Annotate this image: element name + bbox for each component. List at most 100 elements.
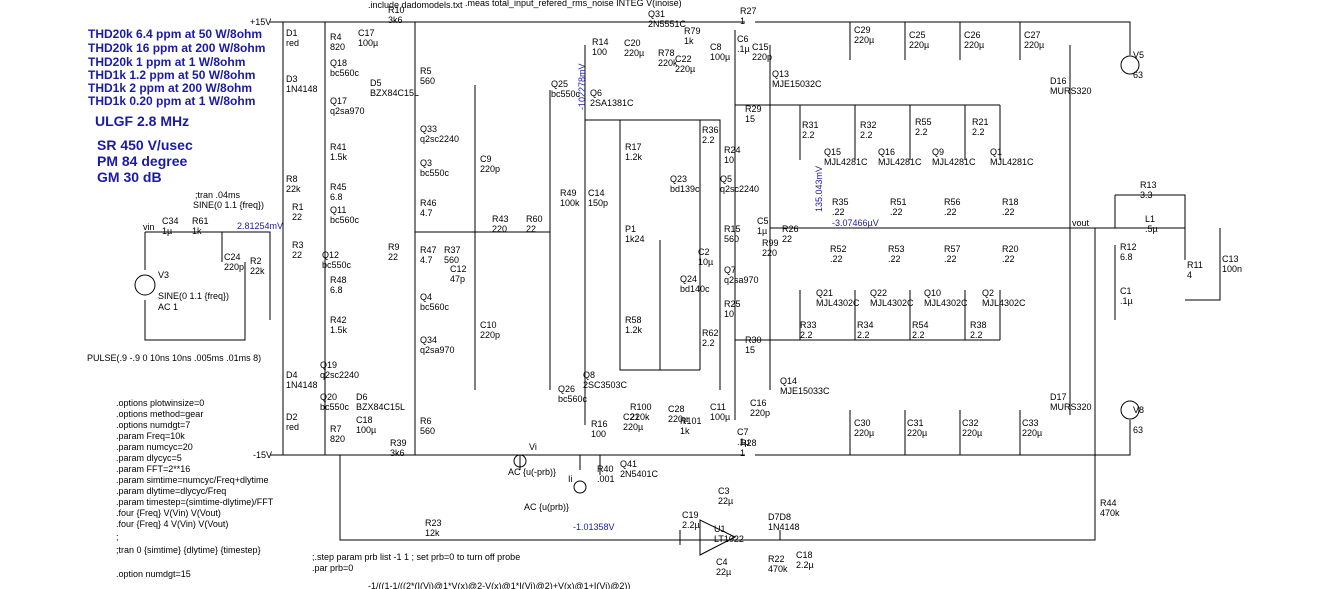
component-value[interactable]: bd139c xyxy=(670,184,700,194)
component-ref[interactable]: R29 xyxy=(745,104,762,114)
component-ref[interactable]: C20 xyxy=(624,38,641,48)
component-ref[interactable]: R14 xyxy=(592,37,609,47)
component-value[interactable]: .1µ xyxy=(737,437,750,447)
directive-line[interactable]: .param dlycyc=5 xyxy=(116,453,182,463)
component-value[interactable]: 1.5k xyxy=(330,152,348,162)
component-value[interactable]: 1k xyxy=(684,36,694,46)
component-value[interactable]: 1k xyxy=(680,426,690,436)
component-value[interactable]: 220µ xyxy=(624,48,644,58)
directive-line[interactable]: .options numdgt=7 xyxy=(116,420,190,430)
component-value[interactable]: 100n xyxy=(1222,264,1242,274)
component-value[interactable]: 220k xyxy=(630,412,650,422)
component-ref[interactable]: C33 xyxy=(1022,418,1039,428)
component-ref[interactable]: R45 xyxy=(330,182,347,192)
component-value[interactable]: red xyxy=(286,422,299,432)
component-ref[interactable]: C7 xyxy=(737,427,749,437)
component-value[interactable]: bc560c xyxy=(330,215,360,225)
component-ref[interactable]: R79 xyxy=(684,26,701,36)
component-value[interactable]: bc550c xyxy=(322,260,352,270)
component-ref[interactable]: R49 xyxy=(560,188,577,198)
component-value[interactable]: MURS320 xyxy=(1050,86,1092,96)
component-ref[interactable]: R11 xyxy=(1187,260,1203,270)
component-ref[interactable]: Q33 xyxy=(420,124,437,134)
component-value[interactable]: 220p xyxy=(752,52,772,62)
component-ref[interactable]: R101 xyxy=(680,416,702,426)
directive-line[interactable]: .param numcyc=20 xyxy=(116,442,193,452)
component-ref[interactable]: R13 xyxy=(1140,180,1157,190)
component-ref[interactable]: C32 xyxy=(962,418,979,428)
component-value[interactable]: 2SA1381C xyxy=(590,98,634,108)
component-value[interactable]: bc560c xyxy=(420,302,450,312)
component-value[interactable]: 220p xyxy=(224,262,244,272)
component-ref[interactable]: R15 xyxy=(724,224,741,234)
directive-line[interactable]: .param FFT=2**16 xyxy=(116,464,190,474)
component-ref[interactable]: R41 xyxy=(330,142,347,152)
component-ref[interactable]: R31 xyxy=(802,120,819,130)
component-value[interactable]: 220µ xyxy=(623,422,643,432)
component-value[interactable]: 1k xyxy=(192,226,202,236)
component-value[interactable]: 150p xyxy=(588,198,608,208)
component-value[interactable]: 22 xyxy=(388,252,398,262)
component-ref[interactable]: R26 xyxy=(782,224,799,234)
component-value[interactable]: 10µ xyxy=(698,257,713,267)
component-value[interactable]: q2sa970 xyxy=(330,106,365,116)
component-value[interactable]: .22 xyxy=(890,207,903,217)
component-ref[interactable]: Q34 xyxy=(420,335,437,345)
component-ref[interactable]: C3 xyxy=(718,486,730,496)
component-ref[interactable]: R46 xyxy=(420,198,437,208)
component-value[interactable]: 2.2µ xyxy=(682,520,700,530)
component-value[interactable]: 560 xyxy=(420,426,435,436)
component-value[interactable]: 220µ xyxy=(854,428,874,438)
component-ref[interactable]: R78 xyxy=(658,48,675,58)
component-ref[interactable]: R30 xyxy=(745,335,762,345)
component-value[interactable]: 2.2µ xyxy=(796,560,814,570)
component-value[interactable]: MJL4302C xyxy=(982,298,1026,308)
tran-comment[interactable]: ;tran .04ms xyxy=(195,190,241,200)
component-ref[interactable]: D7D8 xyxy=(768,512,791,522)
component-ref[interactable]: R58 xyxy=(625,315,642,325)
component-ref[interactable]: C2 xyxy=(698,247,710,257)
component-value[interactable]: .22 xyxy=(1002,207,1015,217)
component-value[interactable]: 1 xyxy=(740,448,745,458)
component-value[interactable]: 1 xyxy=(740,16,745,26)
component-ref[interactable]: C16 xyxy=(750,398,767,408)
component-value[interactable]: MJE15033C xyxy=(780,386,830,396)
component-value[interactable]: bd140c xyxy=(680,284,710,294)
component-ref[interactable]: R57 xyxy=(944,244,961,254)
directive-line[interactable]: .option numdgt=15 xyxy=(116,569,191,579)
component-ref[interactable]: R5 xyxy=(420,66,432,76)
component-value[interactable]: 2.2 xyxy=(702,135,715,145)
component-ref[interactable]: Q31 xyxy=(648,9,665,19)
component-ref[interactable]: R10 xyxy=(388,5,405,15)
component-ref[interactable]: Q14 xyxy=(780,376,797,386)
component-ref[interactable]: Q3 xyxy=(420,158,432,168)
component-ref[interactable]: D16 xyxy=(1050,76,1067,86)
component-value[interactable]: 3.3 xyxy=(1140,190,1153,200)
component-ref[interactable]: R1 xyxy=(292,202,304,212)
component-value[interactable]: MJL4281C xyxy=(824,157,868,167)
component-value[interactable]: 22 xyxy=(292,212,302,222)
component-ref[interactable]: R6 xyxy=(420,416,432,426)
component-value[interactable]: bc550c xyxy=(551,89,581,99)
component-value[interactable]: .1µ xyxy=(737,44,750,54)
component-ref[interactable]: C17 xyxy=(358,28,375,38)
component-ref[interactable]: C24 xyxy=(224,252,241,262)
component-value[interactable]: 2.2 xyxy=(857,330,870,340)
component-value[interactable]: 100µ xyxy=(358,38,378,48)
component-value[interactable]: .22 xyxy=(944,254,957,264)
component-ref[interactable]: Q13 xyxy=(772,69,789,79)
component-value[interactable]: q2sc2240 xyxy=(720,184,759,194)
component-value[interactable]: 2.2 xyxy=(860,130,873,140)
component-value[interactable]: 2N5401C xyxy=(620,469,659,479)
component-ref[interactable]: C10 xyxy=(480,320,497,330)
component-value[interactable]: 220µ xyxy=(964,40,984,50)
meas-directive[interactable]: .meas total_input_refered_rms_noise INTE… xyxy=(465,0,682,8)
component-value[interactable]: q2sa970 xyxy=(724,275,759,285)
component-value[interactable]: MJL4302C xyxy=(816,298,860,308)
component-ref[interactable]: R9 xyxy=(388,242,400,252)
component-ref[interactable]: C27 xyxy=(1024,30,1041,40)
component-ref[interactable]: Q21 xyxy=(816,288,833,298)
component-value[interactable]: 1N4148 xyxy=(768,522,800,532)
component-ref[interactable]: Q20 xyxy=(320,392,337,402)
component-ref[interactable]: C22 xyxy=(675,54,692,64)
